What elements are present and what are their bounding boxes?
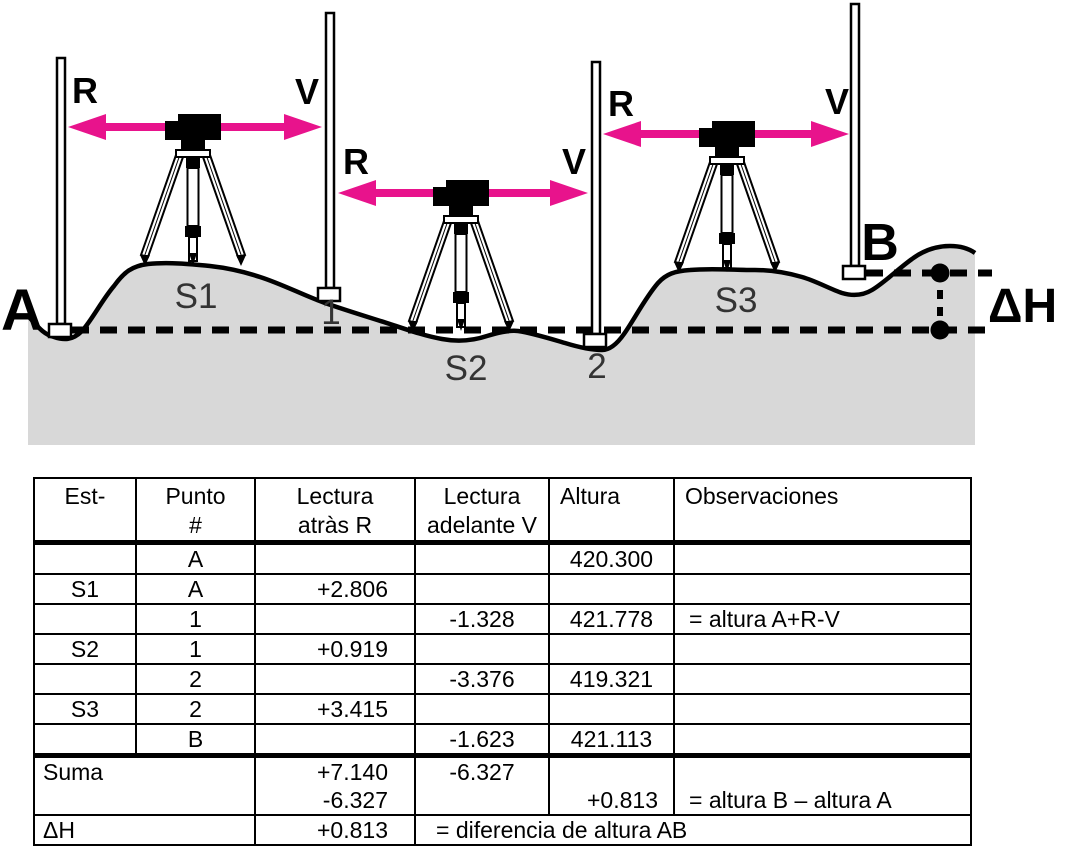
delta-h-dot-bottom (930, 320, 950, 340)
station-1-label: S1 (175, 277, 218, 316)
cell-est (35, 725, 137, 758)
cell-atras: +2.806 (256, 575, 416, 605)
cell-delta-atras: +0.813 (256, 816, 416, 844)
header-punto: Punto# (137, 479, 256, 545)
level-tripod-s2 (407, 179, 515, 333)
cell-adelante (416, 575, 550, 605)
header-observaciones: Observaciones (675, 479, 970, 545)
cell-suma-obs: = altura B – altura A (675, 786, 970, 816)
cell-atras: +0.919 (256, 635, 416, 665)
cell-suma-atras: +7.140 (256, 758, 416, 786)
cell-atras (256, 725, 416, 758)
table-row-1: 1 -1.328 421.778 = altura A+R-V (35, 605, 970, 635)
cell-altura: 421.113 (550, 725, 675, 758)
table-row-b: B -1.623 421.113 (35, 725, 970, 758)
turning-point-1-label: 1 (321, 293, 340, 332)
cell-empty (550, 758, 675, 786)
cell-altura: 420.300 (550, 545, 675, 575)
cell-atras (256, 665, 416, 695)
point-b-label: B (861, 214, 899, 272)
cell-adelante (416, 545, 550, 575)
cell-punto: A (137, 575, 256, 605)
cell-adelante: -3.376 (416, 665, 550, 695)
cell-punto: 1 (137, 635, 256, 665)
table-row-s1-a: S1 A +2.806 (35, 575, 970, 605)
cell-empty (416, 786, 550, 816)
table-row-2: 2 -3.376 419.321 (35, 665, 970, 695)
delta-h-row: ΔH +0.813 = diferencia de altura AB (35, 816, 970, 844)
cell-altura (550, 635, 675, 665)
cell-delta-obs: = diferencia de altura AB (436, 816, 688, 843)
cell-punto: 1 (137, 605, 256, 635)
fore-sight-label-2: V (562, 141, 586, 182)
cell-obs (675, 545, 970, 575)
header-est: Est- (35, 479, 137, 545)
rod-point-1 (316, 11, 342, 303)
cell-punto: A (137, 545, 256, 575)
cell-atras (256, 605, 416, 635)
cell-obs: = altura A+R-V (675, 605, 970, 635)
cell-adelante: -1.623 (416, 725, 550, 758)
cell-suma-adelante: -6.327 (416, 758, 550, 786)
delta-h-dot-top (930, 263, 950, 283)
fore-sight-label-3: V (825, 81, 849, 122)
cell-punto: 2 (137, 695, 256, 725)
terrain-fill (28, 246, 975, 445)
cell-punto: 2 (137, 665, 256, 695)
cell-altura (550, 695, 675, 725)
cell-est (35, 545, 137, 575)
cell-altura (550, 575, 675, 605)
cell-empty (675, 758, 970, 786)
cell-adelante (416, 635, 550, 665)
cell-atras (256, 545, 416, 575)
cell-altura: 421.778 (550, 605, 675, 635)
cell-obs (675, 575, 970, 605)
rod-a (47, 56, 73, 339)
cell-est: S2 (35, 635, 137, 665)
level-tripod-s3 (673, 120, 781, 274)
cell-atras: +3.415 (256, 695, 416, 725)
cell-obs (675, 635, 970, 665)
suma-row-1: Suma +7.140 -6.327 (35, 758, 970, 786)
cell-est: S1 (35, 575, 137, 605)
suma-row-2: -6.327 +0.813 = altura B – altura A (35, 786, 970, 816)
cell-empty (35, 786, 256, 816)
cell-est: S3 (35, 695, 137, 725)
station-2-label: S2 (445, 349, 488, 388)
cell-obs (675, 695, 970, 725)
station-3-label: S3 (715, 281, 758, 320)
table-row-s3-2: S3 2 +3.415 (35, 695, 970, 725)
turning-point-2-label: 2 (587, 347, 606, 386)
delta-h-label: ΔH (988, 280, 1057, 333)
cell-punto: B (137, 725, 256, 758)
point-a-label: A (1, 278, 43, 343)
cell-est (35, 605, 137, 635)
rod-point-2 (582, 60, 608, 349)
level-tripod-s1 (139, 113, 247, 267)
cell-obs (675, 665, 970, 695)
table-row-a: A 420.300 (35, 545, 970, 575)
cell-obs (675, 725, 970, 758)
delta-h-table-label: ΔH (35, 816, 256, 844)
leveling-diagram: A B R V R V R V S1 1 S2 2 S3 ΔH (1, 2, 1057, 445)
cell-est (35, 665, 137, 695)
cell-altura: 419.321 (550, 665, 675, 695)
cell-adelante: -1.328 (416, 605, 550, 635)
table-row-s2-1: S2 1 +0.919 (35, 635, 970, 665)
terrain-surface-line (26, 243, 977, 353)
cell-suma-atras-2: -6.327 (256, 786, 416, 816)
suma-label: Suma (35, 758, 256, 786)
back-sight-label-2: R (343, 141, 369, 182)
cell-suma-diff: +0.813 (550, 786, 675, 816)
rod-b (841, 2, 867, 281)
back-sight-label-1: R (72, 70, 98, 111)
header-altura: Altura (550, 479, 675, 545)
cell-adelante (416, 695, 550, 725)
fore-sight-label-1: V (295, 71, 319, 112)
back-sight-label-3: R (608, 83, 634, 124)
